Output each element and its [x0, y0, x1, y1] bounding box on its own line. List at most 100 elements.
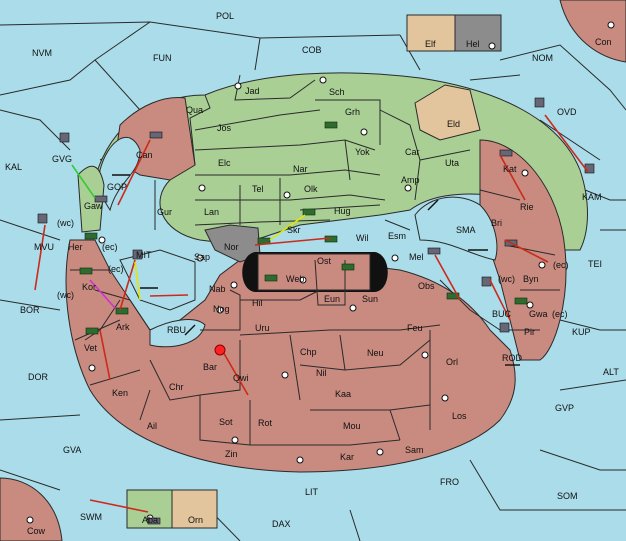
- label-cow: Cow: [27, 526, 46, 536]
- label-gop: GOP: [107, 182, 127, 192]
- label-gaw: Gaw: [84, 201, 103, 211]
- label-sma: SMA: [456, 225, 476, 235]
- label-kal: KAL: [5, 162, 22, 172]
- label-byn: Byn: [523, 274, 539, 284]
- label-kup: KUP: [572, 327, 591, 337]
- label-ail: Ail: [147, 421, 157, 431]
- label-eun: Eun: [324, 294, 340, 304]
- label-los: Los: [452, 411, 467, 421]
- label-fro: FRO: [440, 477, 459, 487]
- continent-south: [65, 239, 516, 473]
- label-sam: Sam: [405, 445, 424, 455]
- label-rod: ROD: [502, 353, 523, 363]
- label-fun: FUN: [153, 53, 172, 63]
- label-ec1: (ec): [102, 242, 118, 252]
- label-rie: Rie: [520, 202, 534, 212]
- label-eld: Eld: [447, 119, 460, 129]
- province-orn[interactable]: [171, 489, 218, 529]
- label-wc3: (wc): [498, 274, 515, 284]
- label-chr: Chr: [169, 382, 184, 392]
- label-gvp: GVP: [555, 403, 574, 413]
- label-ovd: OVD: [557, 107, 577, 117]
- label-tel: Tel: [252, 184, 264, 194]
- label-som: SOM: [557, 491, 578, 501]
- label-rot: Rot: [258, 418, 273, 428]
- label-gva: GVA: [63, 445, 81, 455]
- label-nog: Nog: [213, 304, 230, 314]
- label-zin: Zin: [225, 449, 238, 459]
- label-nab: Nab: [209, 284, 226, 294]
- label-nil: Nil: [316, 368, 327, 378]
- label-rbu: RBU: [167, 325, 186, 335]
- label-nom: NOM: [532, 53, 553, 63]
- label-kor: Kor: [82, 282, 96, 292]
- label-uru: Uru: [255, 323, 270, 333]
- central-land: [257, 253, 371, 291]
- label-kam: KAM: [582, 192, 602, 202]
- label-aba: Aba: [142, 515, 158, 525]
- label-mvu: MVU: [34, 242, 54, 252]
- label-nar: Nar: [293, 164, 308, 174]
- label-jos: Jos: [217, 123, 232, 133]
- label-olk: Olk: [304, 184, 318, 194]
- label-grh: Grh: [345, 107, 360, 117]
- label-swm: SWM: [80, 512, 102, 522]
- label-ec3: (ec): [108, 264, 124, 274]
- label-tei: TEI: [588, 259, 602, 269]
- label-buc: BUC: [492, 309, 512, 319]
- region-labels: POL NVM FUN COB NOM Con Elf Hel Jad Sch …: [5, 11, 619, 536]
- label-sch: Sch: [329, 87, 345, 97]
- label-can: Can: [136, 150, 153, 160]
- label-dor: DOR: [28, 372, 49, 382]
- label-kat: Kat: [503, 164, 517, 174]
- label-ec2: (ec): [553, 260, 569, 270]
- label-vet: Vet: [84, 343, 98, 353]
- label-ec4: (ec): [552, 309, 568, 319]
- unit-icons: [79, 121, 528, 335]
- order-support: [71, 164, 306, 309]
- label-elc: Elc: [218, 158, 231, 168]
- label-car: Car: [405, 147, 420, 157]
- label-lan: Lan: [204, 207, 219, 217]
- label-orl: Orl: [446, 357, 458, 367]
- label-bri: Bri: [491, 218, 502, 228]
- label-lit: LIT: [305, 487, 319, 497]
- supply-centers: [26, 21, 615, 524]
- label-wc1: (wc): [57, 218, 74, 228]
- label-nor: Nor: [224, 242, 239, 252]
- double-arrows: [112, 174, 520, 366]
- label-her: Her: [68, 242, 83, 252]
- label-uta: Uta: [445, 158, 459, 168]
- sea-sma[interactable]: [414, 196, 498, 261]
- label-nvm: NVM: [32, 48, 52, 58]
- label-gvg: GVG: [52, 154, 72, 164]
- label-bor: BOR: [20, 305, 40, 315]
- label-gur: Gur: [157, 207, 172, 217]
- label-ark: Ark: [116, 322, 130, 332]
- label-gwa: Gwa: [529, 309, 548, 319]
- label-hil: Hil: [252, 298, 263, 308]
- label-qua: Qua: [186, 105, 203, 115]
- sea-rbu[interactable]: [149, 319, 206, 348]
- label-qwi: Qwi: [233, 373, 249, 383]
- label-alt: ALT: [603, 367, 619, 377]
- label-elf: Elf: [425, 39, 436, 49]
- province-elf[interactable]: [406, 14, 456, 52]
- dislodge-marker: [214, 344, 226, 356]
- label-wil: Wil: [356, 233, 369, 243]
- label-cob: COB: [302, 45, 322, 55]
- label-pol: POL: [216, 11, 234, 21]
- label-mit: MIT: [136, 250, 152, 260]
- sea-borders: [0, 21, 626, 541]
- order-arrows: [34, 114, 589, 513]
- province-eld[interactable]: [414, 84, 481, 141]
- label-neu: Neu: [367, 348, 384, 358]
- label-kar: Kar: [340, 452, 354, 462]
- label-skr: Skr: [287, 225, 301, 235]
- label-jad: Jad: [245, 86, 260, 96]
- label-dax: DAX: [272, 519, 291, 529]
- label-orn: Orn: [188, 515, 203, 525]
- label-chp: Chp: [300, 347, 317, 357]
- label-sun: Sun: [362, 294, 378, 304]
- label-feu: Feu: [407, 323, 423, 333]
